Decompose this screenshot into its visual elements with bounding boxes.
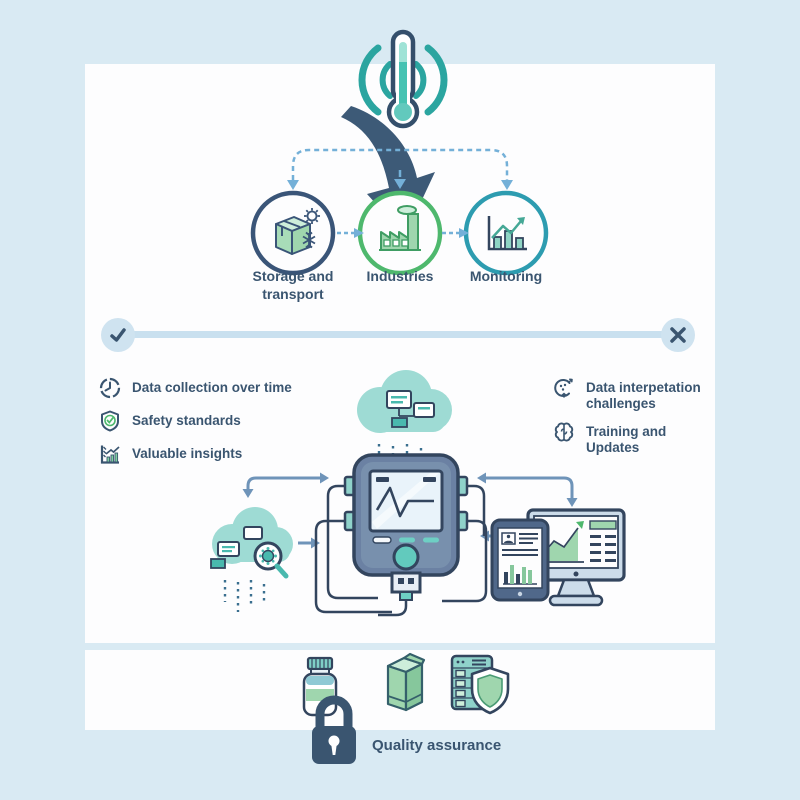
- challenge-label: Data interpetation challenges: [586, 380, 701, 411]
- tablet-report-icon: [490, 518, 550, 602]
- clock-icon: [99, 377, 121, 399]
- server-shield-icon: [450, 654, 510, 715]
- list-item: Data collection over time: [98, 376, 292, 400]
- step-label-storage: Storage and transport: [252, 268, 334, 302]
- package-climate-icon: [250, 190, 336, 276]
- challenge-label: Training and Updates: [586, 424, 667, 455]
- carton-icon: [386, 652, 426, 712]
- benefit-label: Valuable insights: [132, 446, 243, 461]
- dashed-arrow-right: [337, 228, 364, 238]
- cross-icon: [661, 318, 695, 352]
- benefit-label: Data collection over time: [132, 380, 292, 395]
- check-icon: [101, 318, 135, 352]
- footer-label: Quality assurance: [372, 737, 502, 754]
- chart-growth-icon: [463, 190, 549, 276]
- data-logger-icon: [314, 453, 488, 617]
- list-item: Training and Updates: [552, 420, 716, 455]
- factory-icon: [357, 190, 443, 276]
- cloud-data-icon: [357, 370, 452, 476]
- step-label-monitoring: Monitoring: [469, 268, 543, 284]
- insights-chart-icon: [100, 445, 120, 464]
- dashed-distribution-path: [287, 148, 513, 190]
- cloud-search-icon: [210, 507, 293, 612]
- challenges-list: Data interpetation challenges Training a…: [552, 376, 716, 455]
- brain-icon: [554, 422, 574, 442]
- dashed-arrow-right: [442, 228, 469, 238]
- list-item: Valuable insights: [98, 442, 292, 466]
- benefit-label: Safety standards: [132, 413, 241, 428]
- padlock-icon: [312, 695, 356, 764]
- thermometer-signal-icon: [358, 29, 448, 129]
- confused-data-icon: [554, 378, 573, 398]
- step-label-industries: Industries: [366, 268, 434, 284]
- list-item: Safety standards: [98, 409, 292, 433]
- divider-bar: [120, 331, 680, 338]
- list-item: Data interpetation challenges: [552, 376, 716, 411]
- central-illustration: [210, 370, 626, 617]
- benefits-list: Data collection over time Safety standar…: [98, 376, 292, 466]
- shield-check-icon: [101, 410, 119, 432]
